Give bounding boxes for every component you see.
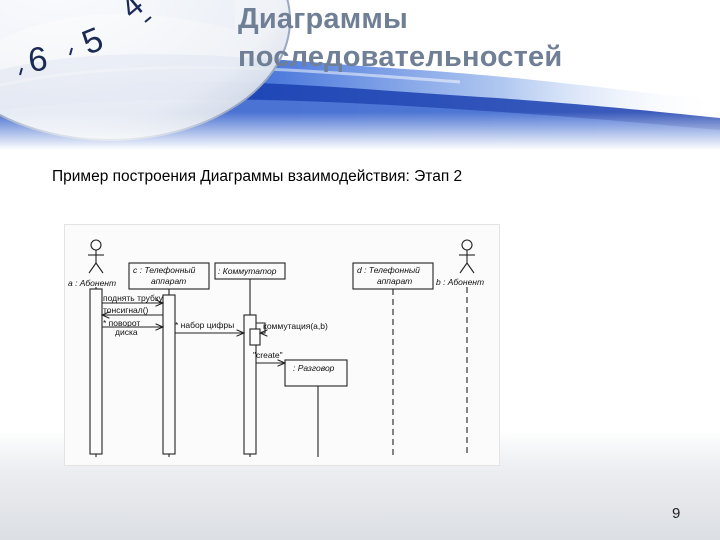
- message-arrow-5: [256, 322, 265, 333]
- message-label-4: * набор цифры: [175, 320, 234, 330]
- message-label-1: поднять трубку: [103, 293, 164, 303]
- title-line-2: последовательностей: [238, 41, 563, 73]
- page-number: 9: [672, 505, 681, 522]
- object-a-label: a : Абонент: [68, 278, 116, 288]
- actor-b-icon: [459, 239, 475, 274]
- slide-subtitle: Пример построения Диаграммы взаимодейств…: [52, 168, 463, 185]
- object-razgovor-box: [284, 359, 348, 387]
- message-label-2: тонсигнал(): [103, 305, 149, 315]
- message-label-5: коммутация(a,b): [263, 321, 328, 331]
- object-b-label: b : Абонент: [436, 277, 484, 287]
- actor-a-icon: [88, 239, 104, 274]
- sequence-diagram-svg: a : Абонент c : Телефонный аппарат : Ком…: [68, 239, 484, 457]
- message-label-3a: * поворот: [103, 318, 140, 328]
- message-label-6: "create": [253, 350, 283, 360]
- object-c-label-1: c : Телефонный: [133, 265, 196, 275]
- object-c-label-2: аппарат: [151, 276, 186, 286]
- title-line-1: Диаграммы: [238, 3, 409, 35]
- object-d-label-2: аппарат: [377, 276, 412, 286]
- sequence-diagram: a : Абонент c : Телефонный аппарат : Ком…: [64, 224, 500, 466]
- message-label-3b: диска: [115, 327, 138, 337]
- slide-title: Диаграммы последовательностей: [238, 0, 708, 76]
- clock-swirl-graphic: 6 5 4: [0, 0, 720, 150]
- object-razgovor-label: : Разговор: [293, 363, 335, 373]
- header-decoration: 6 5 4: [0, 0, 720, 150]
- object-kommutator-label: : Коммутатор: [218, 266, 277, 276]
- object-d-label-1: d : Телефонный: [357, 265, 420, 275]
